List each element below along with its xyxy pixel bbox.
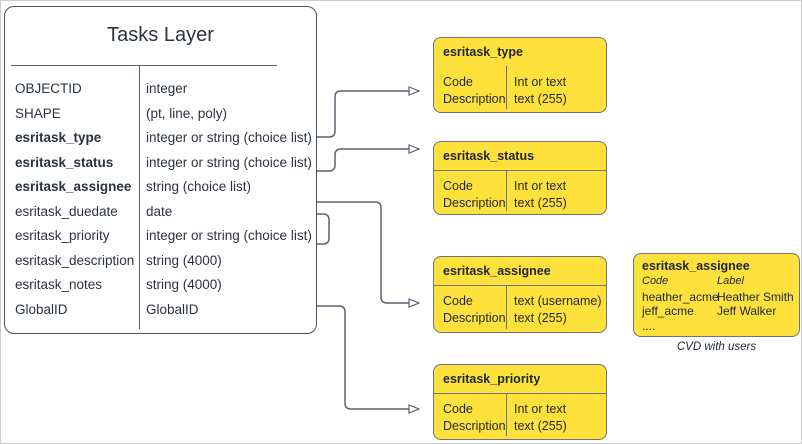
field-row[interactable]: esritask_type integer or string (choice …: [5, 130, 316, 155]
field-row[interactable]: esritask_status integer or string (choic…: [5, 155, 316, 180]
field-row[interactable]: GlobalID GlobalID: [5, 302, 316, 327]
tasks-layer-entity[interactable]: Tasks Layer OBJECTID integer SHAPE (pt, …: [4, 6, 317, 334]
connector-type: [317, 91, 419, 138]
domain-box-esritask-type[interactable]: esritask_type Code Description Int or te…: [433, 37, 607, 113]
domain-title: esritask_assignee: [443, 264, 551, 278]
domain-column-divider: [506, 170, 507, 211]
domain-left-line: Description: [443, 196, 506, 210]
domain-right-line: text (255): [514, 92, 567, 106]
field-name: GlobalID: [15, 301, 68, 317]
domain-title-divider: [434, 285, 606, 286]
domain-left-line: Description: [443, 92, 506, 106]
users-cvd-title: esritask_assignee: [642, 259, 750, 273]
domain-left-line: Description: [443, 311, 506, 325]
domain-right-line: Int or text: [514, 179, 567, 193]
domain-right-line: text (255): [514, 311, 567, 325]
field-type: date: [146, 203, 173, 219]
domain-right-column: Int or text text (255): [514, 74, 567, 108]
field-name: esritask_notes: [15, 277, 103, 292]
users-cvd-row: ....: [642, 319, 795, 334]
domain-right-line: Int or text: [514, 75, 567, 89]
domain-left-line: Code: [443, 179, 473, 193]
field-list: OBJECTID integer SHAPE (pt, line, poly) …: [5, 81, 316, 326]
users-cvd-label: Jeff Walker: [717, 304, 777, 318]
users-cvd-box[interactable]: esritask_assignee Code Label heather_acm…: [633, 253, 800, 337]
domain-column-divider: [506, 66, 507, 109]
field-row[interactable]: esritask_assignee string (choice list): [5, 179, 316, 204]
users-cvd-code: ....: [642, 318, 656, 333]
field-name: esritask_assignee: [15, 179, 132, 194]
field-type: (pt, line, poly): [146, 105, 228, 121]
connector-assignee: [317, 201, 419, 303]
domain-left-line: Code: [443, 75, 473, 89]
users-cvd-code: jeff_acme: [642, 304, 694, 318]
field-type: integer or string (choice list): [146, 154, 312, 170]
field-name: OBJECTID: [15, 81, 82, 96]
domain-box-esritask-priority[interactable]: esritask_priority Code Description Int o…: [433, 364, 607, 440]
field-type: string (4000): [146, 277, 222, 292]
domain-title-divider: [434, 393, 606, 394]
field-type: GlobalID: [146, 301, 199, 317]
domain-left-column: Code Description: [443, 293, 506, 327]
users-cvd-label: Heather Smith: [717, 289, 794, 304]
users-cvd-code: heather_acme: [642, 289, 719, 304]
field-type: integer or string (choice list): [146, 228, 312, 243]
domain-left-line: Code: [443, 294, 473, 308]
column-divider: [139, 66, 140, 329]
domain-box-esritask-status[interactable]: esritask_status Code Description Int or …: [433, 141, 607, 215]
domain-right-column: text (username) text (255): [514, 293, 602, 327]
domain-right-line: text (255): [514, 419, 567, 433]
field-type: string (choice list): [146, 179, 252, 194]
domain-column-divider: [506, 285, 507, 329]
domain-title: esritask_priority: [443, 372, 541, 386]
field-row[interactable]: esritask_duedate date: [5, 204, 316, 229]
domain-title: esritask_status: [443, 149, 535, 163]
domain-column-divider: [506, 393, 507, 436]
field-type: string (4000): [146, 252, 222, 268]
field-name: esritask_type: [15, 130, 102, 145]
field-row[interactable]: OBJECTID integer: [5, 81, 316, 106]
domain-right-column: Int or text text (255): [514, 401, 567, 435]
users-cvd-grid: Code Label heather_acme Heather Smith je…: [642, 275, 795, 333]
field-row[interactable]: esritask_priority integer or string (cho…: [5, 228, 316, 253]
connector-status: [317, 149, 419, 172]
field-name: esritask_description: [15, 252, 135, 268]
field-name: SHAPE: [15, 105, 61, 121]
users-cvd-caption: CVD with users: [676, 341, 757, 353]
domain-box-esritask-assignee[interactable]: esritask_assignee Code Description text …: [433, 256, 607, 333]
domain-right-line: Int or text: [514, 402, 567, 416]
page-title: Tasks Layer: [107, 24, 214, 46]
domain-left-column: Code Description: [443, 74, 506, 108]
users-cvd-header-label: Label: [717, 275, 744, 287]
domain-left-column: Code Description: [443, 178, 506, 212]
field-type: integer: [146, 81, 188, 96]
field-row[interactable]: esritask_notes string (4000): [5, 277, 316, 302]
field-name: esritask_priority: [15, 228, 110, 243]
title-divider: [11, 65, 277, 66]
domain-right-line: text (username): [514, 294, 602, 308]
field-row[interactable]: SHAPE (pt, line, poly): [5, 106, 316, 131]
field-row[interactable]: esritask_description string (4000): [5, 253, 316, 278]
field-name: esritask_duedate: [15, 203, 118, 219]
domain-left-line: Code: [443, 402, 473, 416]
users-cvd-row: jeff_acme Jeff Walker: [642, 304, 795, 319]
field-name: esritask_status: [15, 154, 114, 170]
domain-title: esritask_type: [443, 45, 523, 59]
users-cvd-header-code: Code: [642, 275, 669, 287]
domain-left-column: Code Description: [443, 401, 506, 435]
domain-left-line: Description: [443, 419, 506, 433]
users-cvd-header-row: Code Label: [642, 275, 795, 290]
field-type: integer or string (choice list): [146, 130, 312, 145]
domain-right-column: Int or text text (255): [514, 178, 567, 212]
users-cvd-row: heather_acme Heather Smith: [642, 290, 795, 305]
domain-title-divider: [434, 170, 606, 171]
domain-right-line: text (255): [514, 196, 567, 210]
